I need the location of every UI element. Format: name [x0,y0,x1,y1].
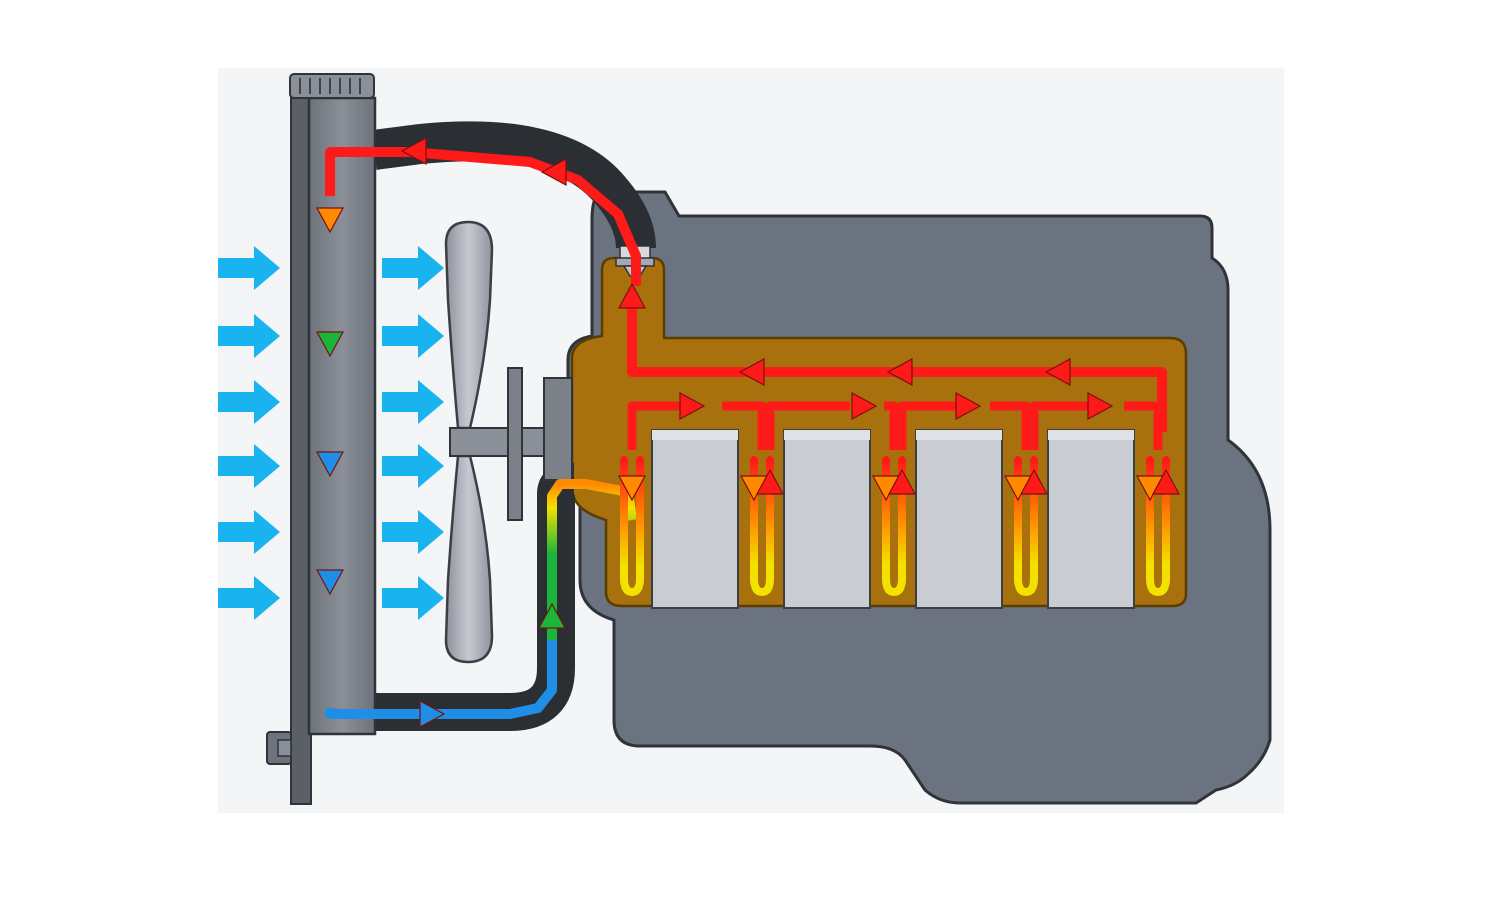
air-arrow-front-4 [218,444,280,488]
cooling-fan [444,220,573,664]
cylinder-head-1 [652,430,738,440]
flow-connector-8 [1124,401,1163,450]
flow-arrowhead-11 [886,357,913,387]
cylinder-head-4 [1048,430,1134,440]
fan-blade-upper [444,220,494,430]
flow-arrowhead-13 [679,391,706,421]
air-arrow-through-2 [382,314,444,358]
air-arrow-front-1 [218,246,280,290]
cylinder-4 [1047,429,1135,609]
cylinder-3 [915,429,1003,609]
flow-connector-6 [990,401,1031,450]
radiator-core [307,96,377,736]
cylinder-head-3 [916,430,1002,440]
flow-connector-4 [884,401,899,450]
cylinder-head-2 [784,430,870,440]
cylinders [651,429,1135,609]
flow-riser [547,479,637,640]
flow-connector-5 [897,401,960,450]
drain-plug-knob [277,739,292,757]
radiator-cap [289,73,375,99]
flow-head-connectors [627,401,1163,450]
flow-loop-3 [882,456,906,597]
coolant-flow [315,136,1181,729]
air-arrow-front-3 [218,380,280,424]
cylinder-2 [783,429,871,609]
air-flow-front [218,246,280,620]
flow-loop-4 [1014,456,1038,597]
flow-arrowhead-14 [851,391,878,421]
flow-loop-1 [620,456,644,597]
flow-loop-5 [1146,456,1170,597]
air-arrow-front-5 [218,510,280,554]
flow-connector-2 [722,401,767,450]
flow-connector-7 [1029,401,1090,450]
cylinder-1 [651,429,739,609]
air-arrow-front-2 [218,314,280,358]
flow-arrowhead-25 [1151,468,1181,495]
fan-blade-lower [444,454,494,664]
flow-arrowhead-7 [315,569,345,596]
air-arrow-through-3 [382,380,444,424]
air-arrow-through-6 [382,576,444,620]
flow-arrowhead-21 [887,468,917,495]
flow-arrowhead-4 [315,207,345,234]
flow-arrowhead-5 [315,331,345,358]
flow-arrowheads [315,136,1181,729]
flow-arrowhead-19 [755,468,785,495]
flow-arrowhead-17 [617,475,647,502]
flow-arrowhead-6 [315,451,345,478]
flow-connector-3 [765,401,850,450]
upper-hose [371,121,656,249]
fan-pulley [507,367,523,521]
flow-arrowhead-8 [419,699,446,729]
air-arrow-through-1 [382,246,444,290]
fan-shaft [449,427,551,457]
radiator-cap-ridges [299,78,361,94]
flow-loop-2 [750,456,774,597]
flow-arrowhead-3 [617,282,647,309]
flow-arrowhead-1 [400,136,427,166]
flow-arrowhead-2 [540,157,567,187]
flow-arrowhead-23 [1019,468,1049,495]
air-flow-through [382,246,444,620]
air-arrow-through-5 [382,510,444,554]
flow-cylinder-loops [620,456,1170,597]
flow-arrowhead-12 [1044,357,1071,387]
flow-lower-hose [325,640,557,719]
flow-arrowhead-10 [738,357,765,387]
air-arrow-through-4 [382,444,444,488]
flow-arrowhead-16 [1087,391,1114,421]
air-arrow-front-6 [218,576,280,620]
flow-connector-1 [627,401,690,450]
flow-arrowhead-9 [537,602,567,629]
radiator [266,73,377,805]
fan-hub [543,377,573,481]
flow-arrowhead-15 [955,391,982,421]
